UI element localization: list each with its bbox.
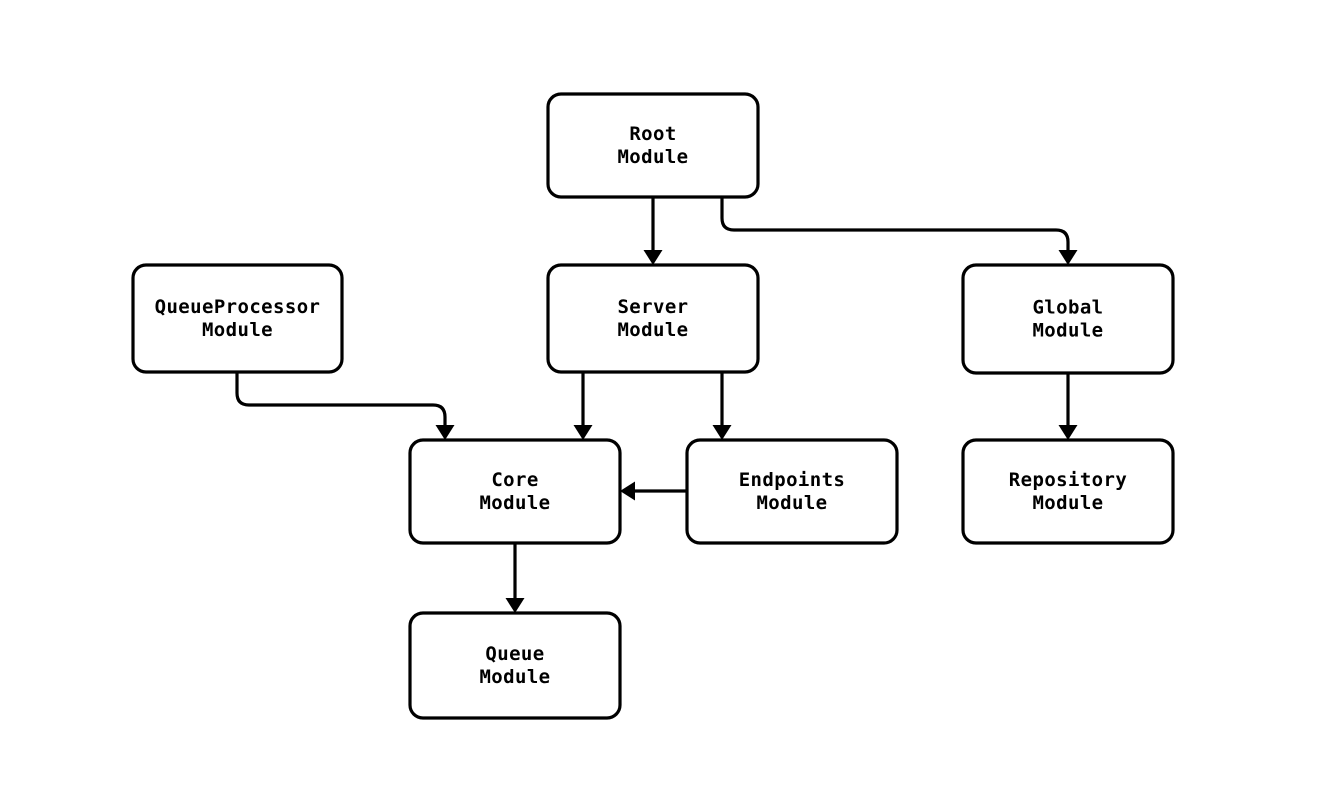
node-box[interactable] [961, 438, 1175, 545]
node-label-primary: Core [491, 469, 538, 491]
arrowhead-icon [1058, 425, 1078, 440]
node-label-secondary: Module [1032, 492, 1103, 514]
node-label-primary: Queue [485, 643, 544, 665]
node-label-secondary: Module [756, 492, 827, 514]
nodes-layer: RootModuleQueueProcessorModuleServerModu… [131, 92, 1175, 720]
node-label-primary: Root [629, 123, 676, 145]
edges-layer [235, 197, 1078, 613]
edge-core-to-queue [505, 543, 525, 613]
node-label-primary: QueueProcessor [155, 296, 321, 318]
node-label-primary: Global [1032, 297, 1103, 319]
edge-root-to-server [643, 197, 663, 265]
node-label-secondary: Module [617, 146, 688, 168]
node-box[interactable] [546, 92, 760, 199]
node-box[interactable] [408, 438, 622, 545]
edge-server-to-core [573, 372, 593, 440]
edge-global-to-repository [1058, 373, 1078, 440]
node-label-primary: Repository [1009, 469, 1127, 491]
arrowhead-icon [1058, 250, 1078, 265]
edge-root-to-global [720, 197, 1078, 265]
node-box[interactable] [408, 611, 622, 720]
arrowhead-icon [435, 425, 455, 440]
node-label-secondary: Module [1032, 320, 1103, 342]
node-label-primary: Server [617, 296, 688, 318]
edge-queueprocessor-to-core [235, 372, 455, 440]
arrowhead-icon [643, 250, 663, 265]
node-label-secondary: Module [479, 666, 550, 688]
arrowhead-icon [712, 425, 732, 440]
edge-line [235, 372, 447, 427]
arrowhead-icon [505, 598, 525, 613]
node-label-secondary: Module [479, 492, 550, 514]
arrowhead-icon [620, 481, 635, 501]
node-label-primary: Endpoints [739, 469, 846, 491]
edge-server-to-endpoints [712, 372, 732, 440]
node-label-secondary: Module [202, 319, 273, 341]
node-box[interactable] [546, 263, 760, 374]
node-box[interactable] [685, 438, 899, 545]
edge-line [720, 197, 1070, 252]
node-box[interactable] [961, 263, 1175, 375]
arrowhead-icon [573, 425, 593, 440]
node-box[interactable] [131, 263, 344, 374]
node-label-secondary: Module [617, 319, 688, 341]
edge-endpoints-to-core [620, 481, 687, 501]
